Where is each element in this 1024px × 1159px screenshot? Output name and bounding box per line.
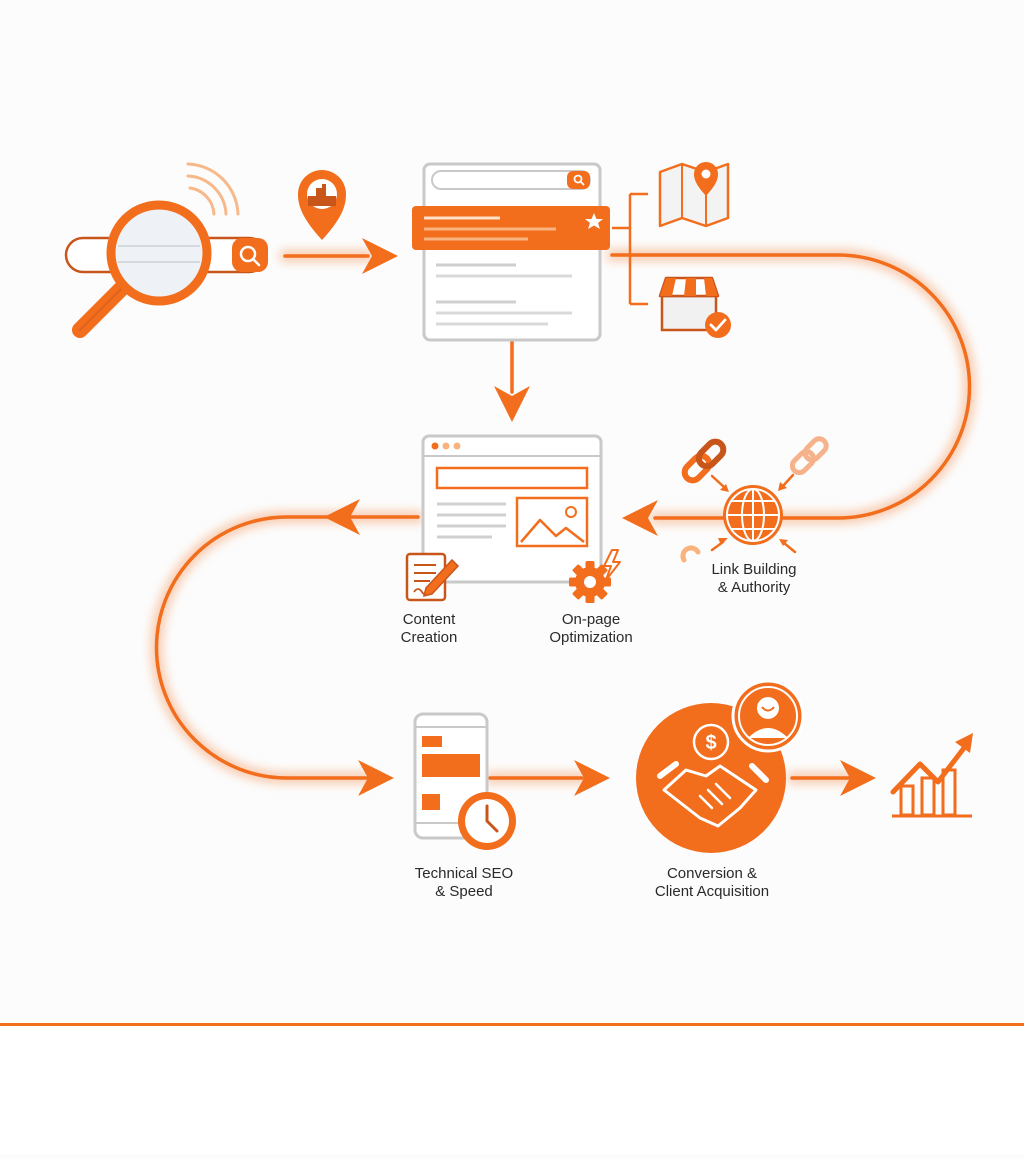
gear-bolt-icon	[569, 549, 621, 603]
serp-bracket	[612, 192, 648, 306]
signal-waves-icon	[186, 162, 240, 216]
label-link-building: Link Building & Authority	[694, 561, 814, 597]
flow-paths	[150, 249, 976, 784]
label-conversion-line1: Conversion &	[666, 865, 758, 882]
document-pen-icon	[405, 552, 460, 602]
footer-divider	[0, 1023, 1024, 1026]
location-pin-icon	[298, 170, 346, 240]
label-content-creation: Content Creation	[374, 611, 484, 647]
arrowhead-down	[494, 386, 530, 422]
map-icon	[658, 162, 730, 228]
label-onpage-optimization-line1: On-page	[561, 611, 621, 628]
arrowhead-right-phone	[574, 760, 610, 796]
svg-text:$: $	[705, 732, 716, 754]
footer-area	[0, 1026, 1024, 1154]
label-link-building-line2: & Authority	[717, 579, 791, 596]
label-onpage-optimization-line2: Optimization	[549, 629, 633, 646]
growth-chart-icon	[890, 733, 973, 818]
label-technical-seo: Technical SEO & Speed	[399, 865, 529, 901]
label-link-building-line1: Link Building	[711, 561, 797, 578]
magnifier-search-icon	[64, 200, 268, 338]
globe-icon	[723, 485, 783, 545]
label-technical-seo-line1: Technical SEO	[414, 865, 514, 882]
label-technical-seo-line2: & Speed	[435, 883, 493, 900]
search-results-page-icon	[412, 162, 610, 342]
storefront-icon	[658, 276, 731, 338]
label-content-creation-line1: Content	[402, 611, 456, 628]
path-content-to-tech	[154, 515, 420, 780]
link-chain-icon	[680, 436, 829, 563]
arrowheads	[324, 238, 876, 796]
arrowhead-left-link	[622, 500, 658, 536]
arrowhead-right-tech	[358, 760, 394, 796]
path-serp-to-link	[610, 253, 972, 520]
label-conversion-line2: Client Acquisition	[654, 883, 770, 900]
clock-icon	[458, 792, 516, 850]
webpage-layout-icon	[421, 434, 603, 584]
arrowhead-left-content	[324, 499, 360, 535]
label-content-creation-line2: Creation	[400, 629, 458, 646]
label-conversion: Conversion & Client Acquisition	[632, 865, 792, 901]
arrowhead-right-1	[362, 238, 398, 274]
label-onpage-optimization: On-page Optimization	[531, 611, 651, 647]
user-avatar-icon	[731, 679, 805, 753]
arrowhead-right-conversion	[840, 760, 876, 796]
globe-arrows	[710, 473, 797, 554]
